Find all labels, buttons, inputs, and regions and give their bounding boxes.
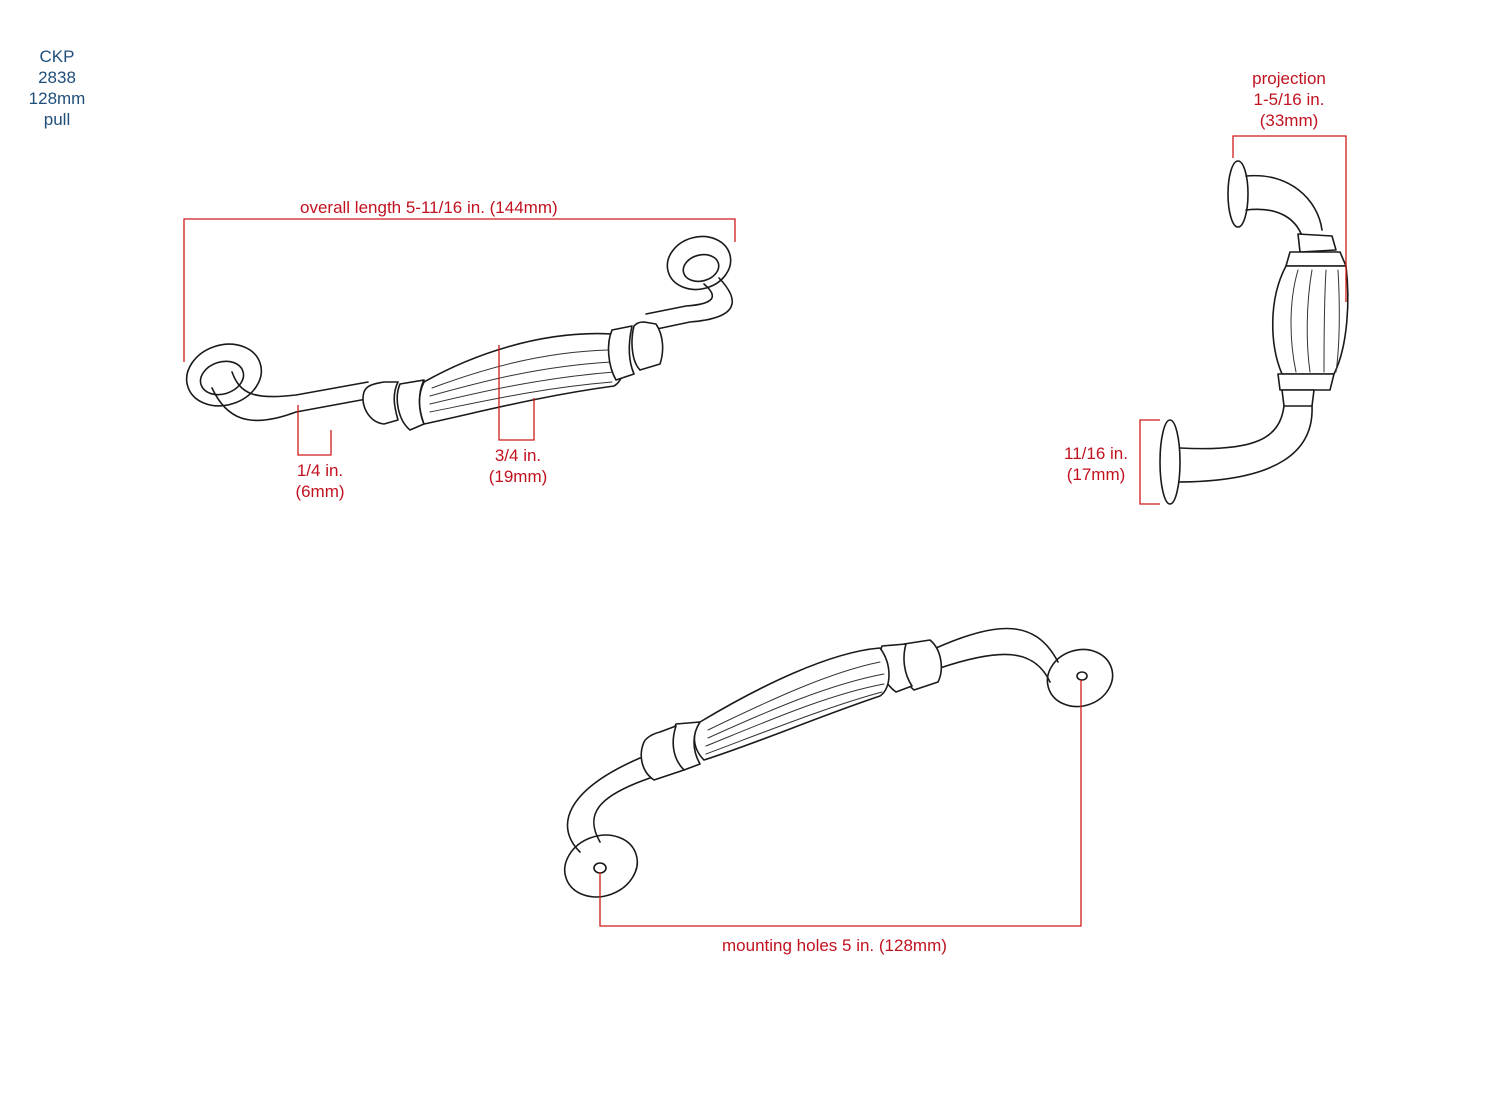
mounting-holes-label: mounting holes 5 in. (128mm) [722,936,947,955]
base-diameter-label: 11/16 in. (17mm) [1054,443,1138,485]
bar-diameter-mm: (6mm) [295,482,345,501]
model-size: 128mm [28,89,86,108]
base-diameter-dimension [1139,419,1160,505]
grip-diameter-in: 3/4 in. [494,446,542,465]
projection-dimension [1232,135,1347,302]
overall-length-label: overall length 5-11/16 in. (144mm) [300,198,558,217]
model-brand: CKP [39,47,75,66]
side-view-pull [1159,160,1349,505]
back-view-pull [563,627,1114,898]
grip-diameter-label: 3/4 in. (19mm) [482,445,554,487]
front-view-pull [185,235,734,431]
mounting-holes-dimension [599,680,1082,927]
model-type: pull [43,110,71,129]
projection-label: projection 1-5/16 in. (33mm) [1240,68,1338,131]
model-info: CKP 2838 128mm pull [12,46,102,130]
base-diameter-mm: (17mm) [1066,465,1126,484]
projection-title: projection [1252,69,1326,88]
bar-diameter-in: 1/4 in. [296,461,344,480]
base-diameter-in: 11/16 in. [1064,444,1128,463]
grip-diameter-mm: (19mm) [488,467,548,486]
projection-mm: (33mm) [1259,111,1319,130]
bar-diameter-dimension [297,405,332,456]
bar-diameter-label: 1/4 in. (6mm) [287,460,353,502]
overall-length-dimension [183,218,736,362]
model-number: 2838 [38,68,76,87]
grip-diameter-dimension [498,345,535,441]
projection-in: 1-5/16 in. [1253,90,1325,109]
